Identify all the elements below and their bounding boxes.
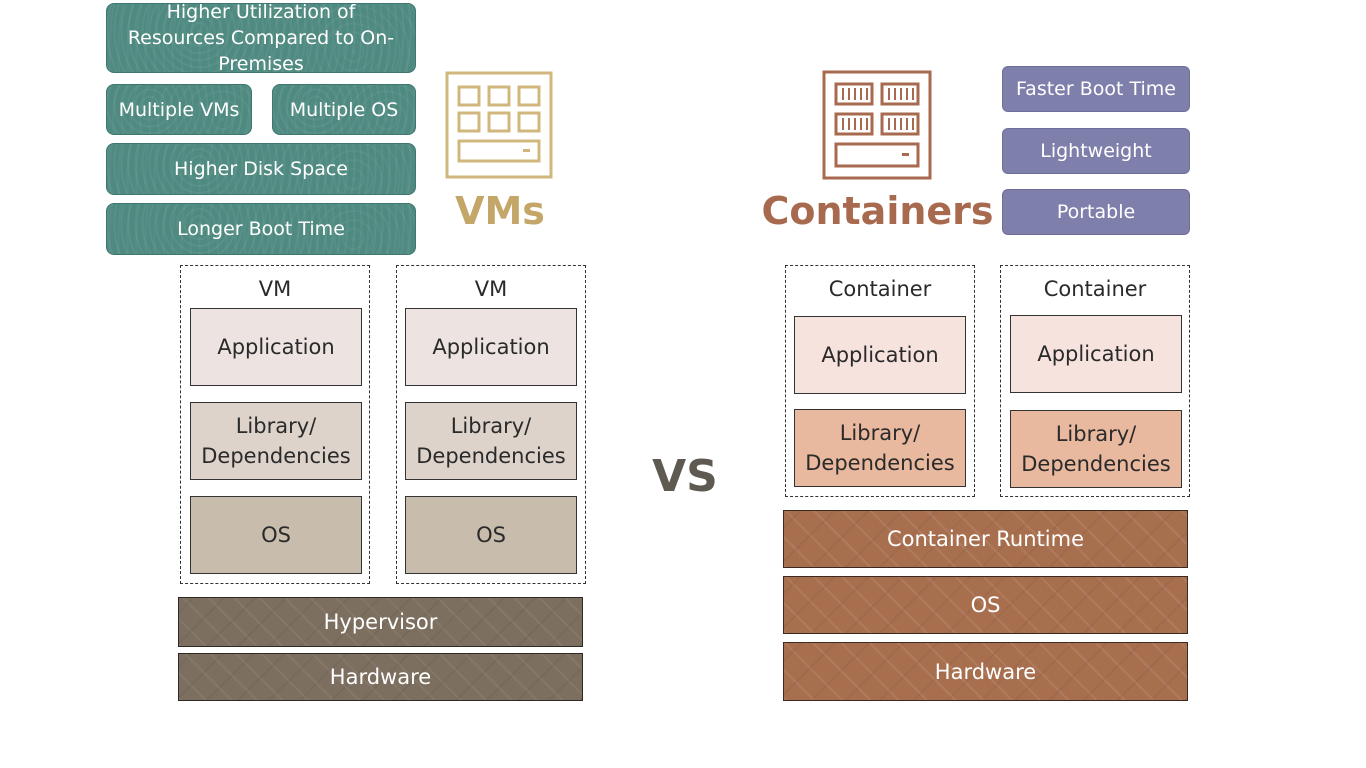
application-layer: Application: [794, 316, 966, 394]
feature-label: Higher Disk Space: [174, 158, 348, 180]
application-layer: Application: [405, 308, 577, 386]
hardware-layer: Hardware: [783, 642, 1188, 701]
layer-label: Hardware: [934, 659, 1037, 684]
layer-label: OS: [261, 523, 291, 547]
library-dependencies-layer: Library/ Dependencies: [190, 402, 362, 480]
container-box-1: Container Application Library/ Dependenc…: [785, 265, 975, 497]
vs-separator: VS: [652, 450, 718, 502]
application-layer: Application: [1010, 315, 1182, 393]
container-label: Container: [1043, 277, 1147, 301]
feature-multiple-vms: Multiple VMs: [106, 84, 252, 135]
layer-label: Library/ Dependencies: [1021, 422, 1171, 476]
vm-box-2: VM Application Library/ Dependencies OS: [396, 265, 586, 584]
container-runtime-layer: Container Runtime: [783, 510, 1188, 568]
layer-label: Hardware: [329, 665, 432, 689]
layer-label: Hypervisor: [323, 610, 438, 634]
layer-label: Application: [432, 335, 550, 359]
feature-label: Multiple VMs: [118, 98, 240, 121]
feature-label: Portable: [1056, 201, 1136, 223]
library-dependencies-layer: Library/ Dependencies: [405, 402, 577, 480]
feature-higher-disk-space: Higher Disk Space: [106, 143, 416, 195]
layer-label: OS: [970, 593, 1001, 617]
feature-label: Lightweight: [1040, 140, 1152, 162]
layer-label: Library/ Dependencies: [805, 421, 955, 475]
layer-label: Application: [1037, 342, 1155, 366]
hardware-layer: Hardware: [178, 653, 583, 701]
server-rack-icon: [445, 71, 553, 179]
vm-label: VM: [258, 277, 292, 301]
os-layer: OS: [783, 576, 1188, 634]
feature-label: Longer Boot Time: [177, 218, 345, 240]
vm-box-1: VM Application Library/ Dependencies OS: [180, 265, 370, 584]
feature-faster-boot-time: Faster Boot Time: [1002, 66, 1190, 112]
layer-label: OS: [476, 523, 506, 547]
layer-label: Library/ Dependencies: [201, 414, 351, 468]
application-layer: Application: [190, 308, 362, 386]
layer-label: Container Runtime: [886, 527, 1084, 551]
layer-label: Library/ Dependencies: [416, 414, 566, 468]
feature-label: Faster Boot Time: [1016, 78, 1176, 100]
os-layer: OS: [190, 496, 362, 574]
layer-label: Application: [217, 335, 335, 359]
feature-longer-boot-time: Longer Boot Time: [106, 203, 416, 255]
library-dependencies-layer: Library/ Dependencies: [1010, 410, 1182, 488]
container-rack-icon: [822, 70, 932, 180]
os-layer: OS: [405, 496, 577, 574]
container-label: Container: [828, 277, 932, 301]
containers-title: Containers: [761, 189, 994, 233]
feature-lightweight: Lightweight: [1002, 128, 1190, 174]
vm-title: VMs: [455, 189, 545, 233]
feature-portable: Portable: [1002, 189, 1190, 235]
container-box-2: Container Application Library/ Dependenc…: [1000, 265, 1190, 497]
feature-label: Higher Utilization of Resources Compared…: [127, 1, 395, 75]
hypervisor-layer: Hypervisor: [178, 597, 583, 647]
feature-higher-utilization: Higher Utilization of Resources Compared…: [106, 1, 416, 75]
feature-label: Multiple OS: [289, 98, 399, 121]
layer-label: Application: [821, 343, 939, 367]
feature-multiple-os: Multiple OS: [272, 84, 416, 135]
library-dependencies-layer: Library/ Dependencies: [794, 409, 966, 487]
vm-label: VM: [474, 277, 508, 301]
